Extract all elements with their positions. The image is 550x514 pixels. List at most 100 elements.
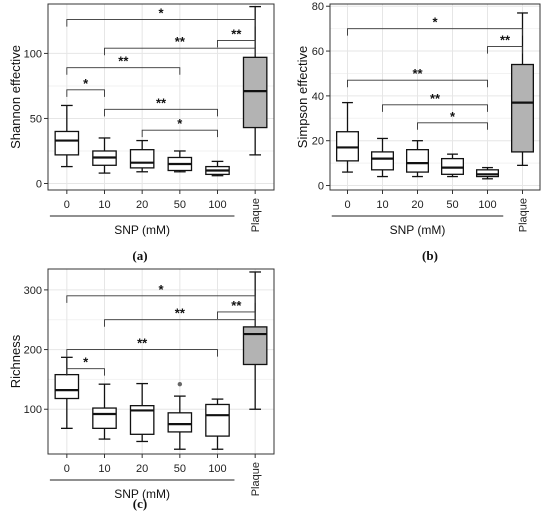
plot-background [48, 269, 274, 454]
significance-bracket: * [66, 282, 256, 303]
significance-bracket: * [417, 109, 488, 130]
bracket-line [347, 79, 488, 88]
significance-bracket: ** [382, 91, 488, 112]
significance-label: ** [156, 95, 167, 110]
significance-label: * [450, 109, 456, 124]
x-tick-label: 100 [208, 199, 226, 211]
box-iqr [335, 131, 359, 162]
y-tick-label: 60 [312, 46, 324, 58]
x-group-label: SNP (mM) [114, 487, 170, 501]
y-tick-label: 50 [30, 113, 42, 125]
x-tick-label: 50 [174, 463, 186, 475]
box-iqr [167, 412, 193, 433]
box-100 [205, 398, 230, 450]
significance-bracket: ** [66, 336, 218, 357]
plot-background [330, 4, 540, 190]
x-tick-label: 20 [136, 199, 148, 211]
box-iqr [475, 169, 499, 178]
box-50 [167, 395, 193, 450]
bracket-line [417, 122, 488, 130]
significance-bracket: ** [347, 66, 488, 88]
y-axis-title: Richness [8, 334, 23, 388]
significance-bracket: ** [104, 34, 256, 56]
significance-bracket: ** [104, 95, 218, 117]
bracket-line [104, 108, 218, 117]
x-tick-label: 20 [136, 463, 148, 475]
panel-caption: (c) [133, 496, 147, 511]
y-axis-title: Shannon effective [8, 45, 23, 149]
x-tick-label: Plaque [518, 198, 530, 232]
y-tick-label: 40 [312, 91, 324, 103]
significance-bracket: ** [66, 54, 181, 75]
box-Plaque [242, 271, 268, 410]
outlier-point [177, 381, 183, 387]
box-iqr [205, 403, 230, 437]
significance-label: ** [430, 91, 441, 106]
y-axis-title: Simpson effective [295, 46, 310, 148]
significance-bracket: * [66, 355, 105, 376]
bracket-line [347, 28, 523, 36]
bracket-line [66, 67, 181, 75]
significance-bracket: ** [217, 26, 256, 48]
y-tick-label: 100 [24, 48, 42, 60]
significance-label: ** [231, 298, 242, 313]
box-iqr [54, 130, 80, 156]
y-tick-label: 300 [24, 285, 42, 297]
significance-label: * [83, 76, 89, 91]
significance-label: * [83, 355, 89, 370]
bracket-line [104, 47, 256, 56]
significance-bracket: ** [104, 306, 256, 327]
bracket-line [104, 319, 256, 327]
box-20 [129, 382, 155, 443]
x-tick-label: 50 [446, 199, 458, 211]
box-100 [205, 160, 230, 177]
box-10 [92, 137, 117, 174]
box-50 [167, 150, 193, 173]
box-10 [92, 383, 117, 440]
box-iqr [92, 407, 117, 429]
significance-bracket: ** [217, 298, 256, 319]
panel-caption: (b) [422, 248, 438, 263]
significance-label: ** [175, 34, 186, 49]
x-tick-label: 50 [174, 199, 186, 211]
y-tick-label: 100 [24, 404, 42, 416]
box-10 [370, 137, 394, 178]
plot-background [48, 4, 274, 190]
plot-frame [47, 268, 275, 455]
y-tick-label: 0 [36, 178, 42, 190]
bracket-line [66, 368, 105, 376]
box-0 [54, 104, 80, 168]
significance-label: ** [412, 66, 423, 81]
significance-label: * [177, 116, 183, 131]
box-0 [335, 101, 359, 173]
plot-frame [329, 3, 541, 191]
bracket-line [66, 19, 256, 27]
box-iqr [242, 326, 268, 366]
x-tick-label: 0 [64, 463, 70, 475]
box-20 [405, 140, 429, 178]
bracket-line [66, 89, 105, 97]
panel-caption: (a) [132, 248, 147, 263]
x-tick-label: 20 [411, 199, 423, 211]
significance-label: * [158, 282, 164, 297]
box-iqr [510, 63, 534, 153]
box-iqr [54, 373, 80, 400]
box-iqr [242, 56, 268, 129]
significance-label: ** [175, 306, 186, 321]
box-Plaque [510, 12, 534, 166]
y-tick-label: 200 [24, 345, 42, 357]
box-100 [475, 166, 499, 180]
x-tick-label: Plaque [250, 462, 262, 496]
box-20 [129, 139, 155, 173]
significance-label: * [158, 6, 164, 21]
box-iqr [129, 149, 155, 169]
y-tick-label: 80 [312, 1, 324, 13]
significance-bracket: * [66, 6, 256, 27]
box-iqr [405, 149, 429, 173]
bracket-line [141, 129, 218, 138]
bracket-line [217, 39, 256, 48]
x-tick-label: 100 [208, 463, 226, 475]
x-group-label: SNP (mM) [114, 223, 170, 237]
